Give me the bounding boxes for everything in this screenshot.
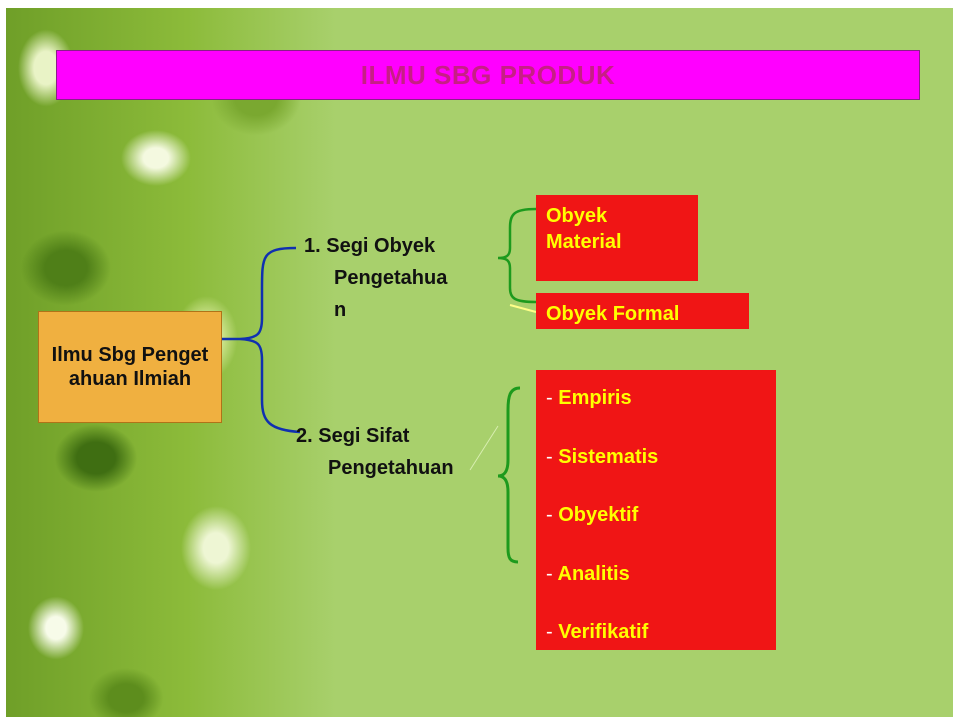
sifat-item: - Analitis [546, 562, 630, 585]
branch-2-line-2: Pengetahuan [328, 457, 454, 479]
branch-1-line-2: Pengetahua [334, 267, 448, 289]
branch-1-line-1: 1. Segi Obyek [304, 235, 436, 257]
sifat-item: - Empiris [546, 387, 632, 409]
sifat-item: - Sistematis [546, 445, 659, 468]
branch-segi-obyek: 1. Segi Obyek Pengetahua n [304, 230, 504, 326]
slide-title: ILMU SBG PRODUK [360, 59, 616, 90]
sifat-item: - Obyektif [546, 504, 639, 526]
obyek-formal-box: Obyek Formal [536, 293, 749, 329]
sifat-item: - Verifikatif [546, 621, 649, 643]
title-banner: ILMU SBG PRODUK [56, 50, 920, 100]
obyek-material-box: Obyek Material [536, 195, 698, 281]
sifat-list-box: - Empiris - Sistematis - Obyektif - Anal… [536, 370, 776, 650]
root-concept-box: Ilmu Sbg Pengetahuan Ilmiah [38, 311, 222, 423]
obyek-bracket [497, 207, 537, 304]
branch-2-line-1: 2. Segi Sifat [296, 425, 410, 447]
branch-1-line-3: n [334, 299, 347, 321]
root-bracket [239, 246, 301, 434]
branch-segi-sifat: 2. Segi Sifat Pengetahuan [296, 420, 506, 484]
root-concept-label: Ilmu Sbg Pengetahuan Ilmiah [51, 344, 209, 390]
sifat-bracket [497, 386, 521, 564]
